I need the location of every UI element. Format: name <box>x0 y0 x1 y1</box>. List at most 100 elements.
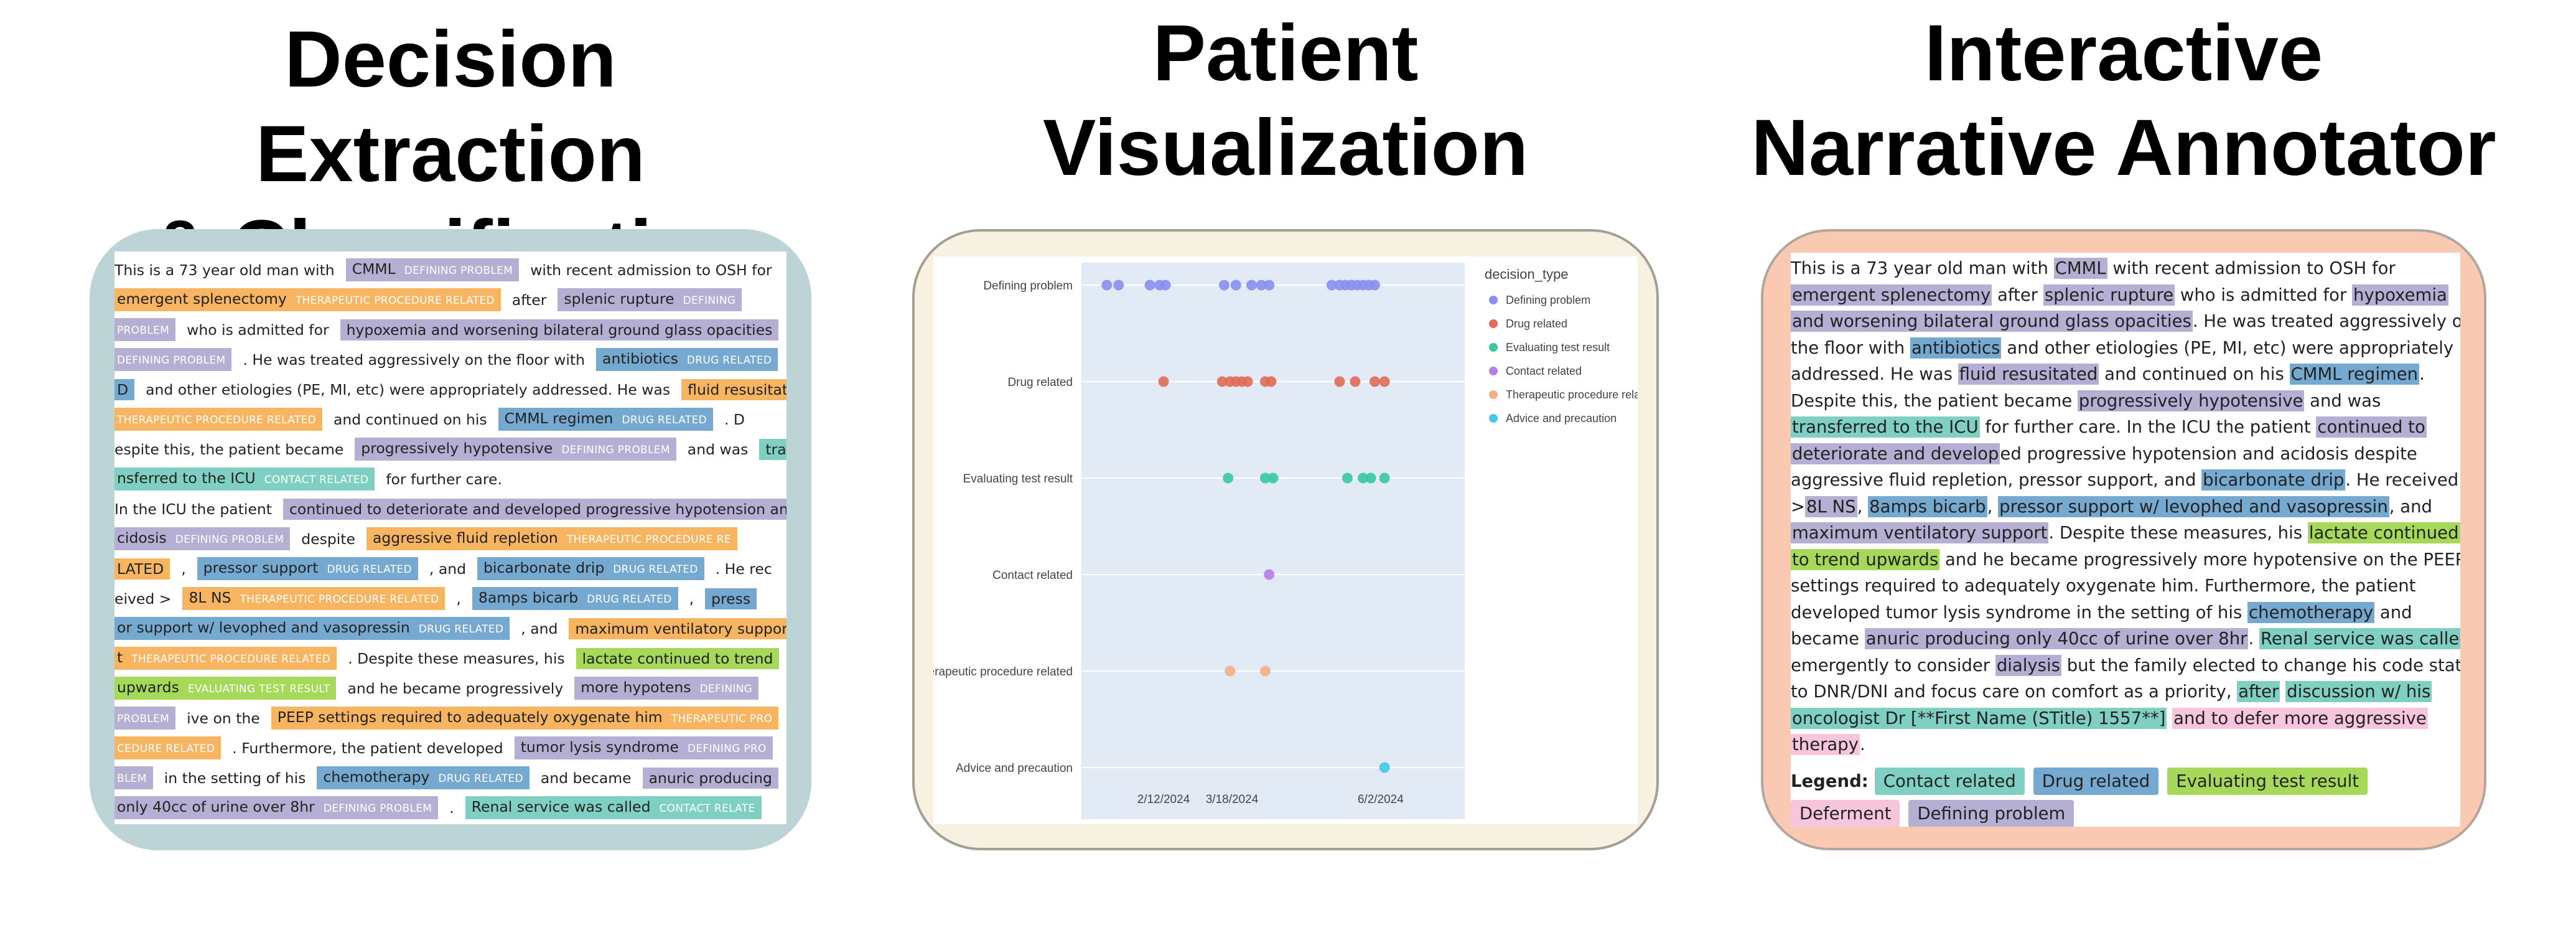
data-point[interactable] <box>1350 376 1361 387</box>
highlight-drug-related[interactable]: CMML regimen <box>2289 364 2420 385</box>
data-point[interactable] <box>1144 279 1155 291</box>
legend-entry[interactable]: Defining problem <box>1506 294 1590 306</box>
highlight-defining-problem[interactable]: and worsening bilateral ground glass opa… <box>1791 311 2193 332</box>
highlight-defining-problem[interactable]: emergent splenectomy <box>1791 284 1992 306</box>
data-point[interactable] <box>1326 279 1337 291</box>
data-point[interactable] <box>1266 376 1277 387</box>
data-point[interactable] <box>1225 665 1236 677</box>
legend-chip-contact-related[interactable]: Contact related <box>1874 768 2025 795</box>
highlight-drug-related[interactable]: pressor support w/ levophed and vasopres… <box>1998 496 2389 517</box>
data-point[interactable] <box>1334 376 1345 387</box>
entity-therapeutic-procedure[interactable]: LATED <box>114 558 170 580</box>
data-point[interactable] <box>1342 472 1353 484</box>
entity-defining-problem[interactable]: continued to deteriorate and developed p… <box>283 498 786 520</box>
legend-chip-deferment[interactable]: Deferment <box>1791 800 1900 827</box>
highlight-contact-related[interactable]: discussion w/ his <box>2285 681 2432 702</box>
entity-drug-related[interactable]: D <box>114 378 135 400</box>
highlight-defining-problem[interactable]: CMML <box>2053 258 2107 279</box>
entity-contact-related[interactable]: tra <box>759 438 786 460</box>
highlight-drug-related[interactable]: bicarbonate drip <box>2201 469 2346 491</box>
entity-evaluating-test[interactable]: lactate continued to trend <box>576 647 780 669</box>
data-point[interactable] <box>1358 472 1369 484</box>
highlight-deferment[interactable]: and to defer more aggressive <box>2172 707 2428 729</box>
highlight-evaluating-test[interactable]: lactate continued <box>2307 522 2460 543</box>
entity-defining-problem[interactable]: anuric producing <box>642 767 778 789</box>
entity-therapeutic-procedure[interactable]: THERAPEUTIC PROCEDURE RELATED <box>114 408 322 431</box>
data-point[interactable] <box>1379 472 1390 484</box>
data-point[interactable] <box>1230 279 1241 291</box>
highlight-defining-problem[interactable]: fluid resusitated <box>1958 364 2099 385</box>
data-point[interactable] <box>1259 665 1271 677</box>
data-point[interactable] <box>1256 279 1267 291</box>
data-point[interactable] <box>1379 762 1390 773</box>
highlight-contact-related[interactable]: after <box>2237 681 2280 702</box>
highlight-defining-problem[interactable]: hypoxemia <box>2352 284 2448 306</box>
data-point[interactable] <box>1267 472 1279 484</box>
highlight-defining-problem[interactable]: anuric producing only 40cc of urine over… <box>1864 628 2249 649</box>
highlight-drug-related[interactable]: 8amps bicarb <box>1868 496 1987 517</box>
highlight-defining-problem[interactable]: deteriorate and develop <box>1791 443 2000 464</box>
data-point[interactable] <box>1223 472 1234 484</box>
legend-chip-drug-related[interactable]: Drug related <box>2033 768 2159 795</box>
legend-entry[interactable]: Therapeutic procedure related <box>1506 388 1638 401</box>
highlight-deferment[interactable]: therapy <box>1791 734 1860 755</box>
data-point[interactable] <box>1369 279 1380 291</box>
highlight-contact-related[interactable]: Renal service was called <box>2259 628 2460 649</box>
entity-defining-problem[interactable]: DEFINING PROBLEM <box>114 348 232 371</box>
highlight-defining-problem[interactable]: continued to <box>2316 416 2427 438</box>
data-point[interactable] <box>1216 376 1228 387</box>
entity-therapeutic-procedure[interactable]: CEDURE RELATED <box>114 736 222 759</box>
entity-therapeutic-procedure[interactable]: PEEP settings required to adequately oxy… <box>271 707 779 730</box>
data-point[interactable] <box>1246 279 1257 291</box>
legend-entry[interactable]: Advice and precaution <box>1506 412 1617 425</box>
data-point[interactable] <box>1101 279 1113 291</box>
highlight-drug-related[interactable]: chemotherapy <box>2247 601 2375 623</box>
highlight-defining-problem[interactable]: dialysis <box>1995 654 2061 676</box>
entity-defining-problem[interactable]: PROBLEM <box>114 318 176 341</box>
data-point[interactable] <box>1264 279 1275 291</box>
legend-chip-defining-problem[interactable]: Defining problem <box>1908 800 2074 827</box>
data-point[interactable] <box>1158 376 1169 387</box>
data-point[interactable] <box>1365 472 1376 484</box>
entity-defining-problem[interactable]: hypoxemia and worsening bilateral ground… <box>340 319 779 341</box>
data-point[interactable] <box>1113 279 1124 291</box>
data-point[interactable] <box>1369 376 1380 387</box>
data-point[interactable] <box>1218 279 1230 291</box>
legend-entry[interactable]: Contact related <box>1506 365 1582 377</box>
highlight-contact-related[interactable]: transferred to the ICU <box>1791 416 1980 438</box>
data-point[interactable] <box>1242 376 1253 387</box>
data-point[interactable] <box>1379 376 1390 387</box>
highlight-defining-problem[interactable]: maximum ventilatory support <box>1791 522 2049 543</box>
highlight-defining-problem[interactable]: 8L NS <box>1805 496 1857 517</box>
legend-chip-evaluating-test[interactable]: Evaluating test result <box>2167 768 2368 795</box>
data-point[interactable] <box>1259 472 1271 484</box>
entity-therapeutic-procedure[interactable]: fluid resusitated <box>681 378 786 400</box>
entity-defining-problem[interactable]: PROBLEM <box>114 707 176 730</box>
entity-therapeutic-procedure[interactable]: maximum ventilatory suppor <box>569 618 786 639</box>
highlight-defining-problem[interactable]: progressively hypotensive <box>2077 390 2305 411</box>
entity-drug-related[interactable]: press <box>705 588 757 609</box>
highlight-drug-related[interactable]: antibiotics <box>1910 337 2002 359</box>
